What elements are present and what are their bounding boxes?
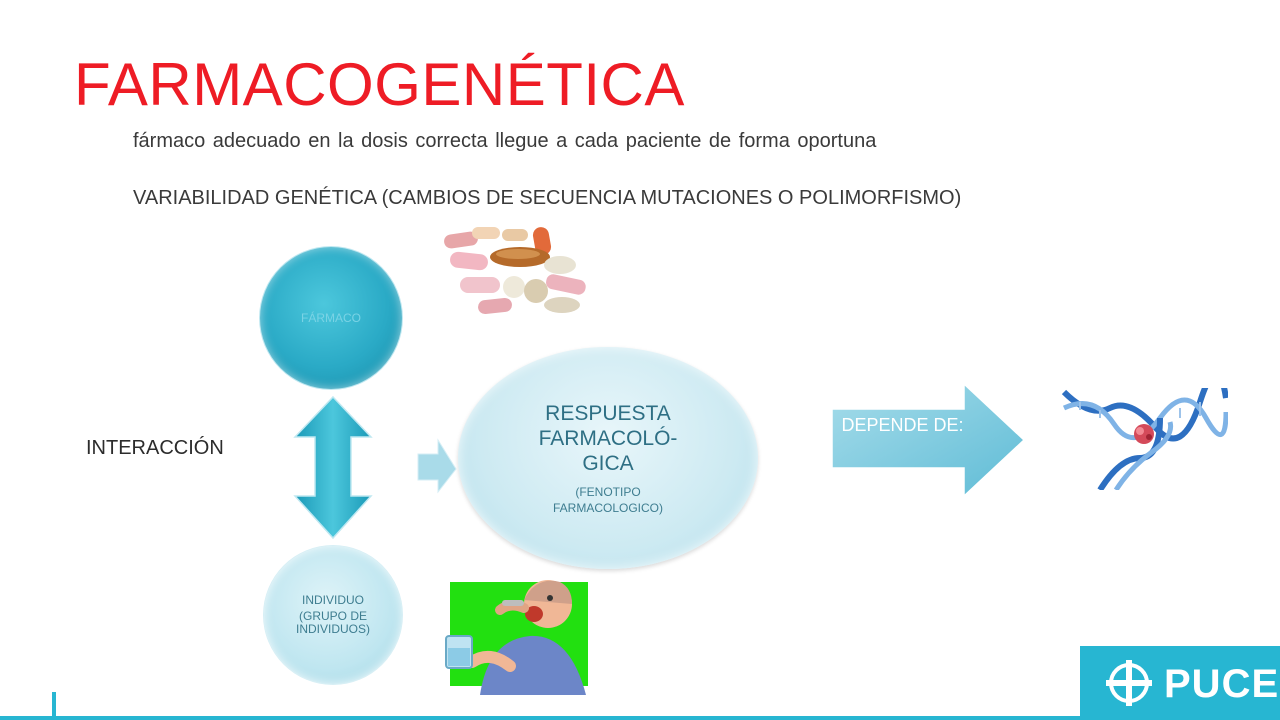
puce-logo: PUCE (1080, 646, 1280, 720)
interaction-label: INTERACCIÓN (86, 437, 224, 459)
pills-image (444, 227, 586, 315)
node-farmaco-label: FÁRMACO (301, 311, 361, 325)
node-respuesta: RESPUESTA FARMACOLÓ-GICA (FENOTIPO FARMA… (458, 347, 758, 569)
slide-title: FARMACOGENÉTICA (74, 51, 685, 118)
double-arrow-icon (293, 395, 373, 540)
slide-subtitle-variability: VARIABILIDAD GENÉTICA (CAMBIOS DE SECUEN… (133, 187, 962, 209)
node-farmaco: FÁRMACO (260, 247, 402, 389)
puce-logo-text: PUCE (1164, 662, 1280, 706)
node-respuesta-label: RESPUESTA FARMACOLÓ-GICA (538, 401, 678, 475)
node-individuo-sublabel: (GRUPO DE INDIVIDUOS) (295, 609, 370, 636)
slide-subtitle-definition: fármaco adecuado en la dosis correcta ll… (133, 130, 877, 152)
puce-emblem-icon (1106, 660, 1152, 706)
bottom-accent-line (0, 716, 1080, 720)
node-individuo: INDIVIDUO (GRUPO DE INDIVIDUOS) (264, 546, 402, 684)
depende-arrow-shape (831, 382, 1026, 498)
bottom-accent-tick (52, 692, 56, 718)
dna-image (1061, 388, 1228, 490)
right-arrow-small-icon (417, 438, 457, 494)
person-taking-medicine-image (445, 580, 588, 695)
depende-label: DEPENDE DE: (841, 415, 964, 435)
node-respuesta-sublabel: (FENOTIPO FARMACOLOGICO) (552, 484, 663, 515)
node-individuo-label: INDIVIDUO (301, 593, 364, 607)
